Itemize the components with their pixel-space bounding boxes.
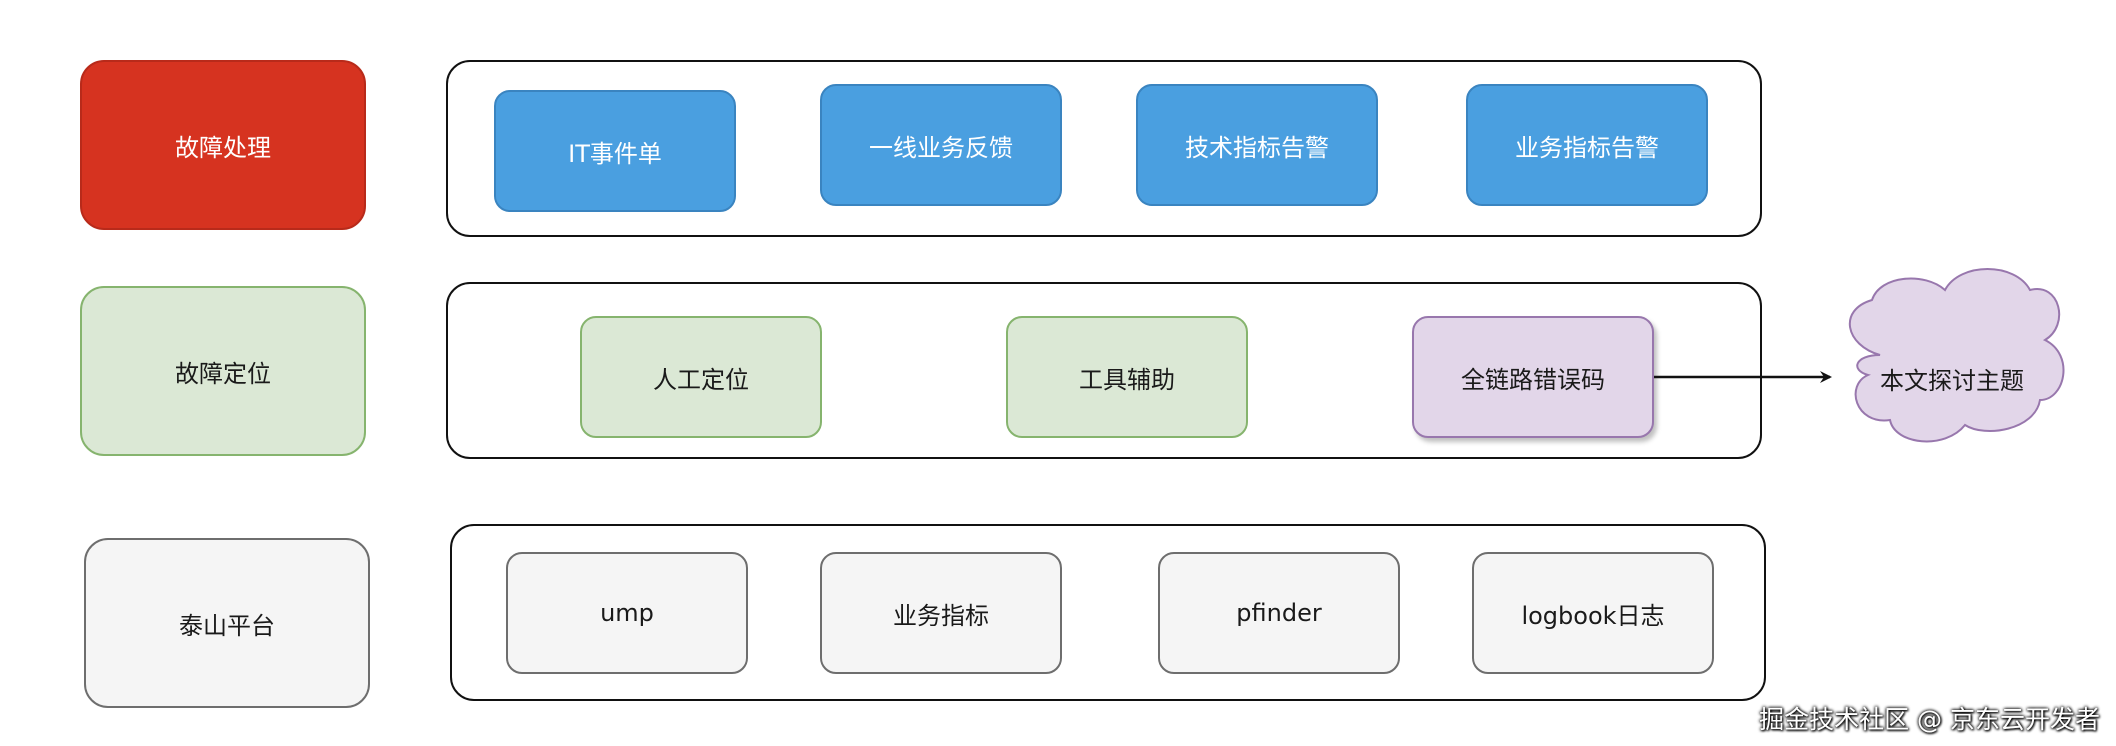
platform-item-ump: ump [506,552,748,674]
incident-item-tech-alert-text: 技术指标告警 [1185,133,1329,162]
incident-item-business-feedback-text: 一线业务反馈 [869,133,1013,162]
row-label-locate-text: 故障定位 [175,359,271,388]
locate-item-full-link-error-code-text: 全链路错误码 [1461,365,1605,394]
platform-item-business-metrics-text: 业务指标 [893,601,989,630]
cloud-shape [1848,268,2065,443]
incident-item-it-ticket: IT事件单 [494,90,736,212]
watermark: 掘金技术社区 @ 京东云开发者 [1759,705,2100,734]
cloud-topic-label: 本文探讨主题 [1880,361,2024,396]
locate-item-full-link-error-code: 全链路错误码 [1412,316,1654,438]
platform-item-ump-text: ump [600,599,654,627]
platform-item-pfinder-text: pfinder [1236,599,1322,627]
locate-item-manual-text: 人工定位 [653,365,749,394]
incident-item-tech-alert: 技术指标告警 [1136,84,1378,206]
row-label-platform-text: 泰山平台 [179,611,275,640]
locate-item-tool-assist: 工具辅助 [1006,316,1248,438]
row-label-platform: 泰山平台 [84,538,370,708]
locate-item-tool-assist-text: 工具辅助 [1079,365,1175,394]
row-label-locate: 故障定位 [80,286,366,456]
platform-item-logbook-text: logbook日志 [1521,601,1665,630]
cloud-topic-text: 本文探讨主题 [1880,367,2024,395]
row-label-incident: 故障处理 [80,60,366,230]
platform-item-business-metrics: 业务指标 [820,552,1062,674]
incident-item-business-feedback: 一线业务反馈 [820,84,1062,206]
platform-item-logbook: logbook日志 [1472,552,1714,674]
locate-item-manual: 人工定位 [580,316,822,438]
row-label-incident-text: 故障处理 [175,133,271,162]
incident-item-business-alert: 业务指标告警 [1466,84,1708,206]
incident-item-it-ticket-text: IT事件单 [568,139,662,168]
incident-item-business-alert-text: 业务指标告警 [1515,133,1659,162]
platform-item-pfinder: pfinder [1158,552,1400,674]
